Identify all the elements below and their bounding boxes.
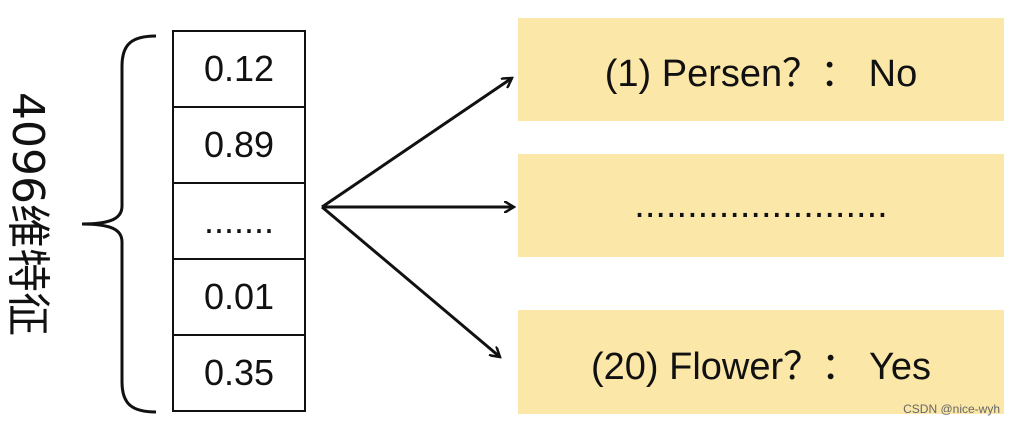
arrow-to-last-output bbox=[321, 205, 500, 357]
feature-value-cell: 0.01 bbox=[174, 260, 304, 336]
feature-ellipsis-cell: ....... bbox=[174, 184, 304, 260]
feature-vector: 0.12 0.89 ....... 0.01 0.35 bbox=[172, 30, 306, 412]
arrow-to-first-output bbox=[321, 78, 512, 209]
csdn-watermark: CSDN @nice-wyh bbox=[903, 402, 1000, 416]
feature-value-cell: 0.12 bbox=[174, 32, 304, 108]
output-box-ellipsis: ........................ bbox=[518, 154, 1004, 257]
feature-value-cell: 0.89 bbox=[174, 108, 304, 184]
feature-value-cell: 0.35 bbox=[203, 352, 275, 393]
output-box-flower: (20) Flower？： Yes bbox=[518, 310, 1004, 414]
output-box-person: (1) Persen？： No bbox=[518, 18, 1004, 121]
curly-brace bbox=[81, 34, 157, 414]
